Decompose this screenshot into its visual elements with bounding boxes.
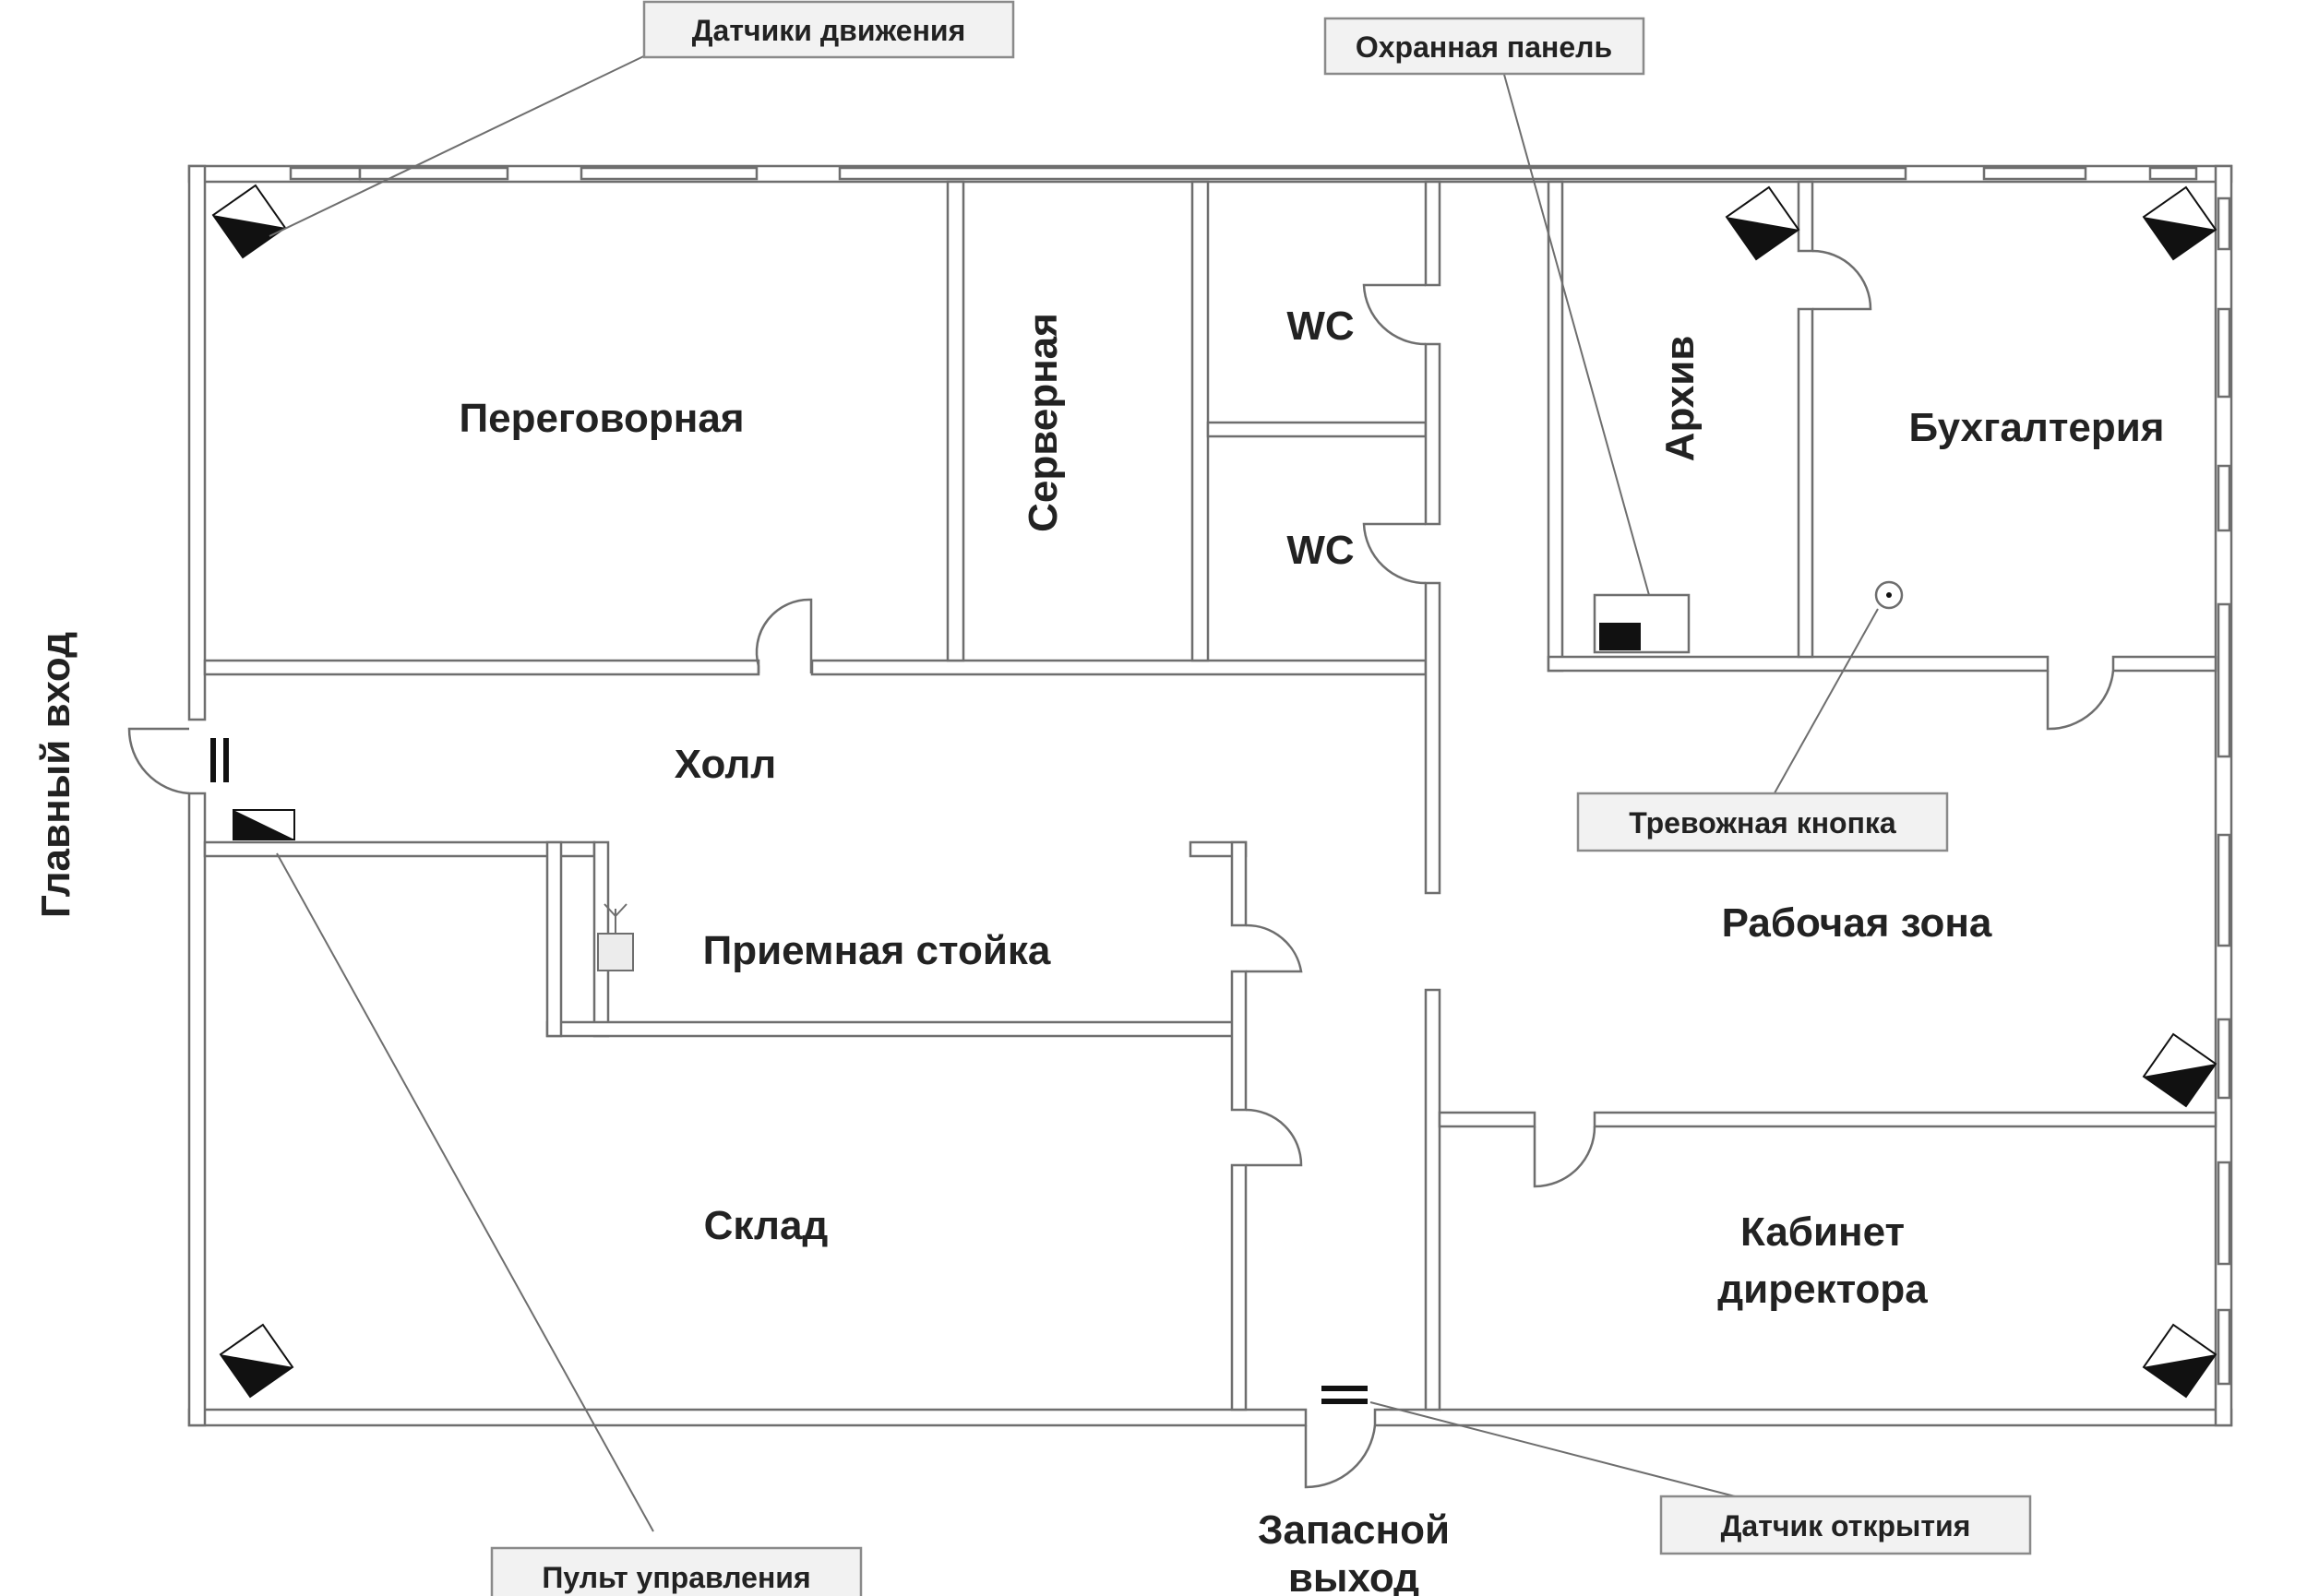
radio-device-icon: [597, 903, 634, 971]
motion-sensor-icon: [2142, 1032, 2217, 1108]
room-label-wc-2: WC: [1286, 528, 1354, 573]
callout-opening-sensor-text: Датчик открытия: [1721, 1509, 1971, 1542]
door-storage: [1245, 1108, 1303, 1167]
callout-control-panel: Пульт управления: [490, 1546, 863, 1596]
doors: [127, 249, 2115, 1489]
entrance-opening-sensor-icon: [210, 738, 229, 782]
panic-button-icon: [1874, 580, 1904, 610]
motion-sensor-icon: [211, 184, 287, 259]
callout-panic-button-text: Тревожная кнопка: [1629, 806, 1896, 840]
callout-panic-button: Тревожная кнопка: [1576, 792, 1949, 852]
callout-security-panel-text: Охранная панель: [1356, 30, 1612, 64]
door-wc-1: [1362, 283, 1427, 346]
room-label-work-area: Рабочая зона: [1722, 900, 1992, 946]
room-label-storage: Склад: [704, 1203, 829, 1248]
interior-walls: [203, 180, 2217, 1411]
door-emergency: [1304, 1424, 1377, 1489]
leader-lines: [269, 50, 1879, 1532]
motion-sensor-icon: [2142, 1323, 2217, 1399]
label-emergency-exit-line1: Запасной: [1258, 1507, 1450, 1553]
motion-sensor-icon: [1725, 185, 1800, 261]
door-director: [1533, 1126, 1596, 1188]
door-accounting: [2046, 670, 2115, 731]
room-label-server: Серверная: [1021, 313, 1066, 532]
room-label-meeting: Переговорная: [459, 396, 744, 441]
callout-motion-sensors: Датчики движения: [642, 0, 1015, 59]
room-label-hall: Холл: [675, 742, 776, 787]
door-reception: [1245, 923, 1303, 973]
room-label-director-line2: директора: [1717, 1267, 1928, 1312]
label-emergency-exit-line2: выход: [1288, 1555, 1419, 1596]
door-main-entrance: [127, 727, 190, 795]
room-label-reception: Приемная стойка: [703, 928, 1051, 973]
room-label-wc-1: WC: [1286, 304, 1354, 349]
door-archive: [1811, 249, 1872, 311]
motion-sensor-icon: [2142, 185, 2217, 261]
callout-opening-sensor: Датчик открытия: [1659, 1495, 2032, 1555]
callout-motion-sensors-text: Датчики движения: [692, 14, 965, 47]
door-wc-2: [1362, 522, 1427, 585]
door-meeting: [755, 598, 813, 673]
motion-sensor-icon: [219, 1323, 294, 1399]
room-label-archive: Архив: [1657, 336, 1703, 462]
label-main-entrance: Главный вход: [33, 632, 78, 918]
room-label-director-line1: Кабинет: [1740, 1209, 1905, 1255]
opening-sensor-icon: [1321, 1386, 1368, 1404]
room-label-accounting: Бухгалтерия: [1909, 405, 2165, 450]
windows-top: [289, 166, 2198, 181]
callout-control-panel-text: Пульт управления: [542, 1561, 810, 1594]
windows-right: [2217, 197, 2231, 1386]
control-panel-icon: [233, 809, 295, 840]
callout-security-panel: Охранная панель: [1323, 17, 1645, 76]
security-panel-icon: [1593, 593, 1691, 654]
